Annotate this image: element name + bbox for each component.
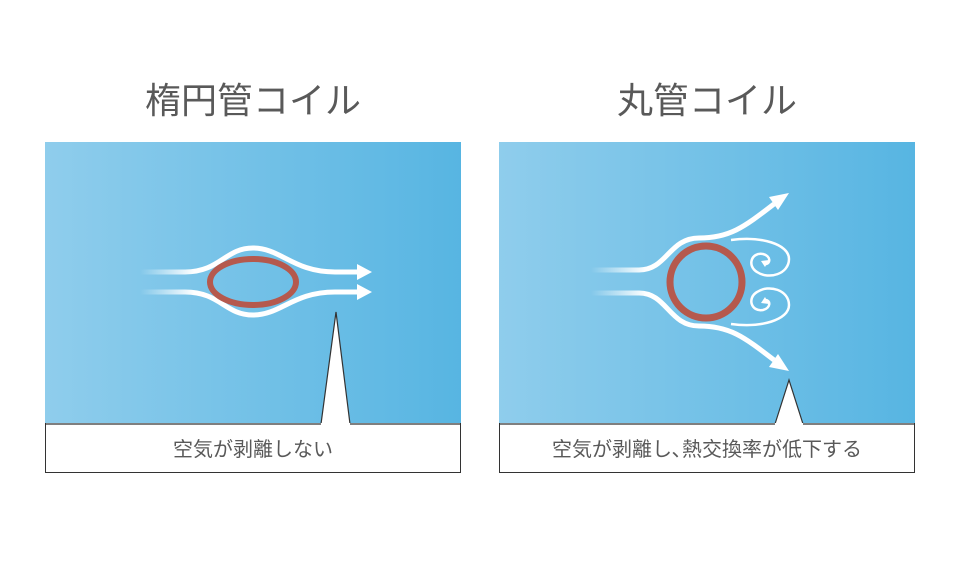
caption-text: 空気が剥離し､熱交換率が低下する [552,437,862,461]
vortex-lower [730,287,791,327]
arrow-head-upper [357,264,372,280]
airflow-line-upper [140,245,357,275]
round-tube [666,242,746,322]
airflow-line-lower [591,290,776,362]
title-round-coil: 丸管コイル [616,81,797,122]
arrow-head-upper [769,193,789,210]
arrow-head-lower [357,284,372,300]
elliptical-tube [207,256,299,308]
elliptical-coil-diagram [45,142,461,426]
airflow-background [499,142,915,425]
panel-round-coil: 空気が剥離し､熱交換率が低下する [499,142,915,473]
airflow-line-upper [591,202,776,273]
arrow-head-lower [769,354,789,371]
vortex-upper [730,237,791,277]
caption-round-coil: 空気が剥離し､熱交換率が低下する [499,423,915,473]
caption-elliptical-coil: 空気が剥離しない [45,423,461,473]
panel-elliptical-coil: 空気が剥離しない [45,142,461,473]
caption-text: 空気が剥離しない [173,437,333,461]
airflow-background [45,142,461,425]
title-elliptical-coil: 楕円管コイル [144,81,361,122]
airflow-line-lower [140,289,357,318]
round-coil-diagram [499,142,915,426]
